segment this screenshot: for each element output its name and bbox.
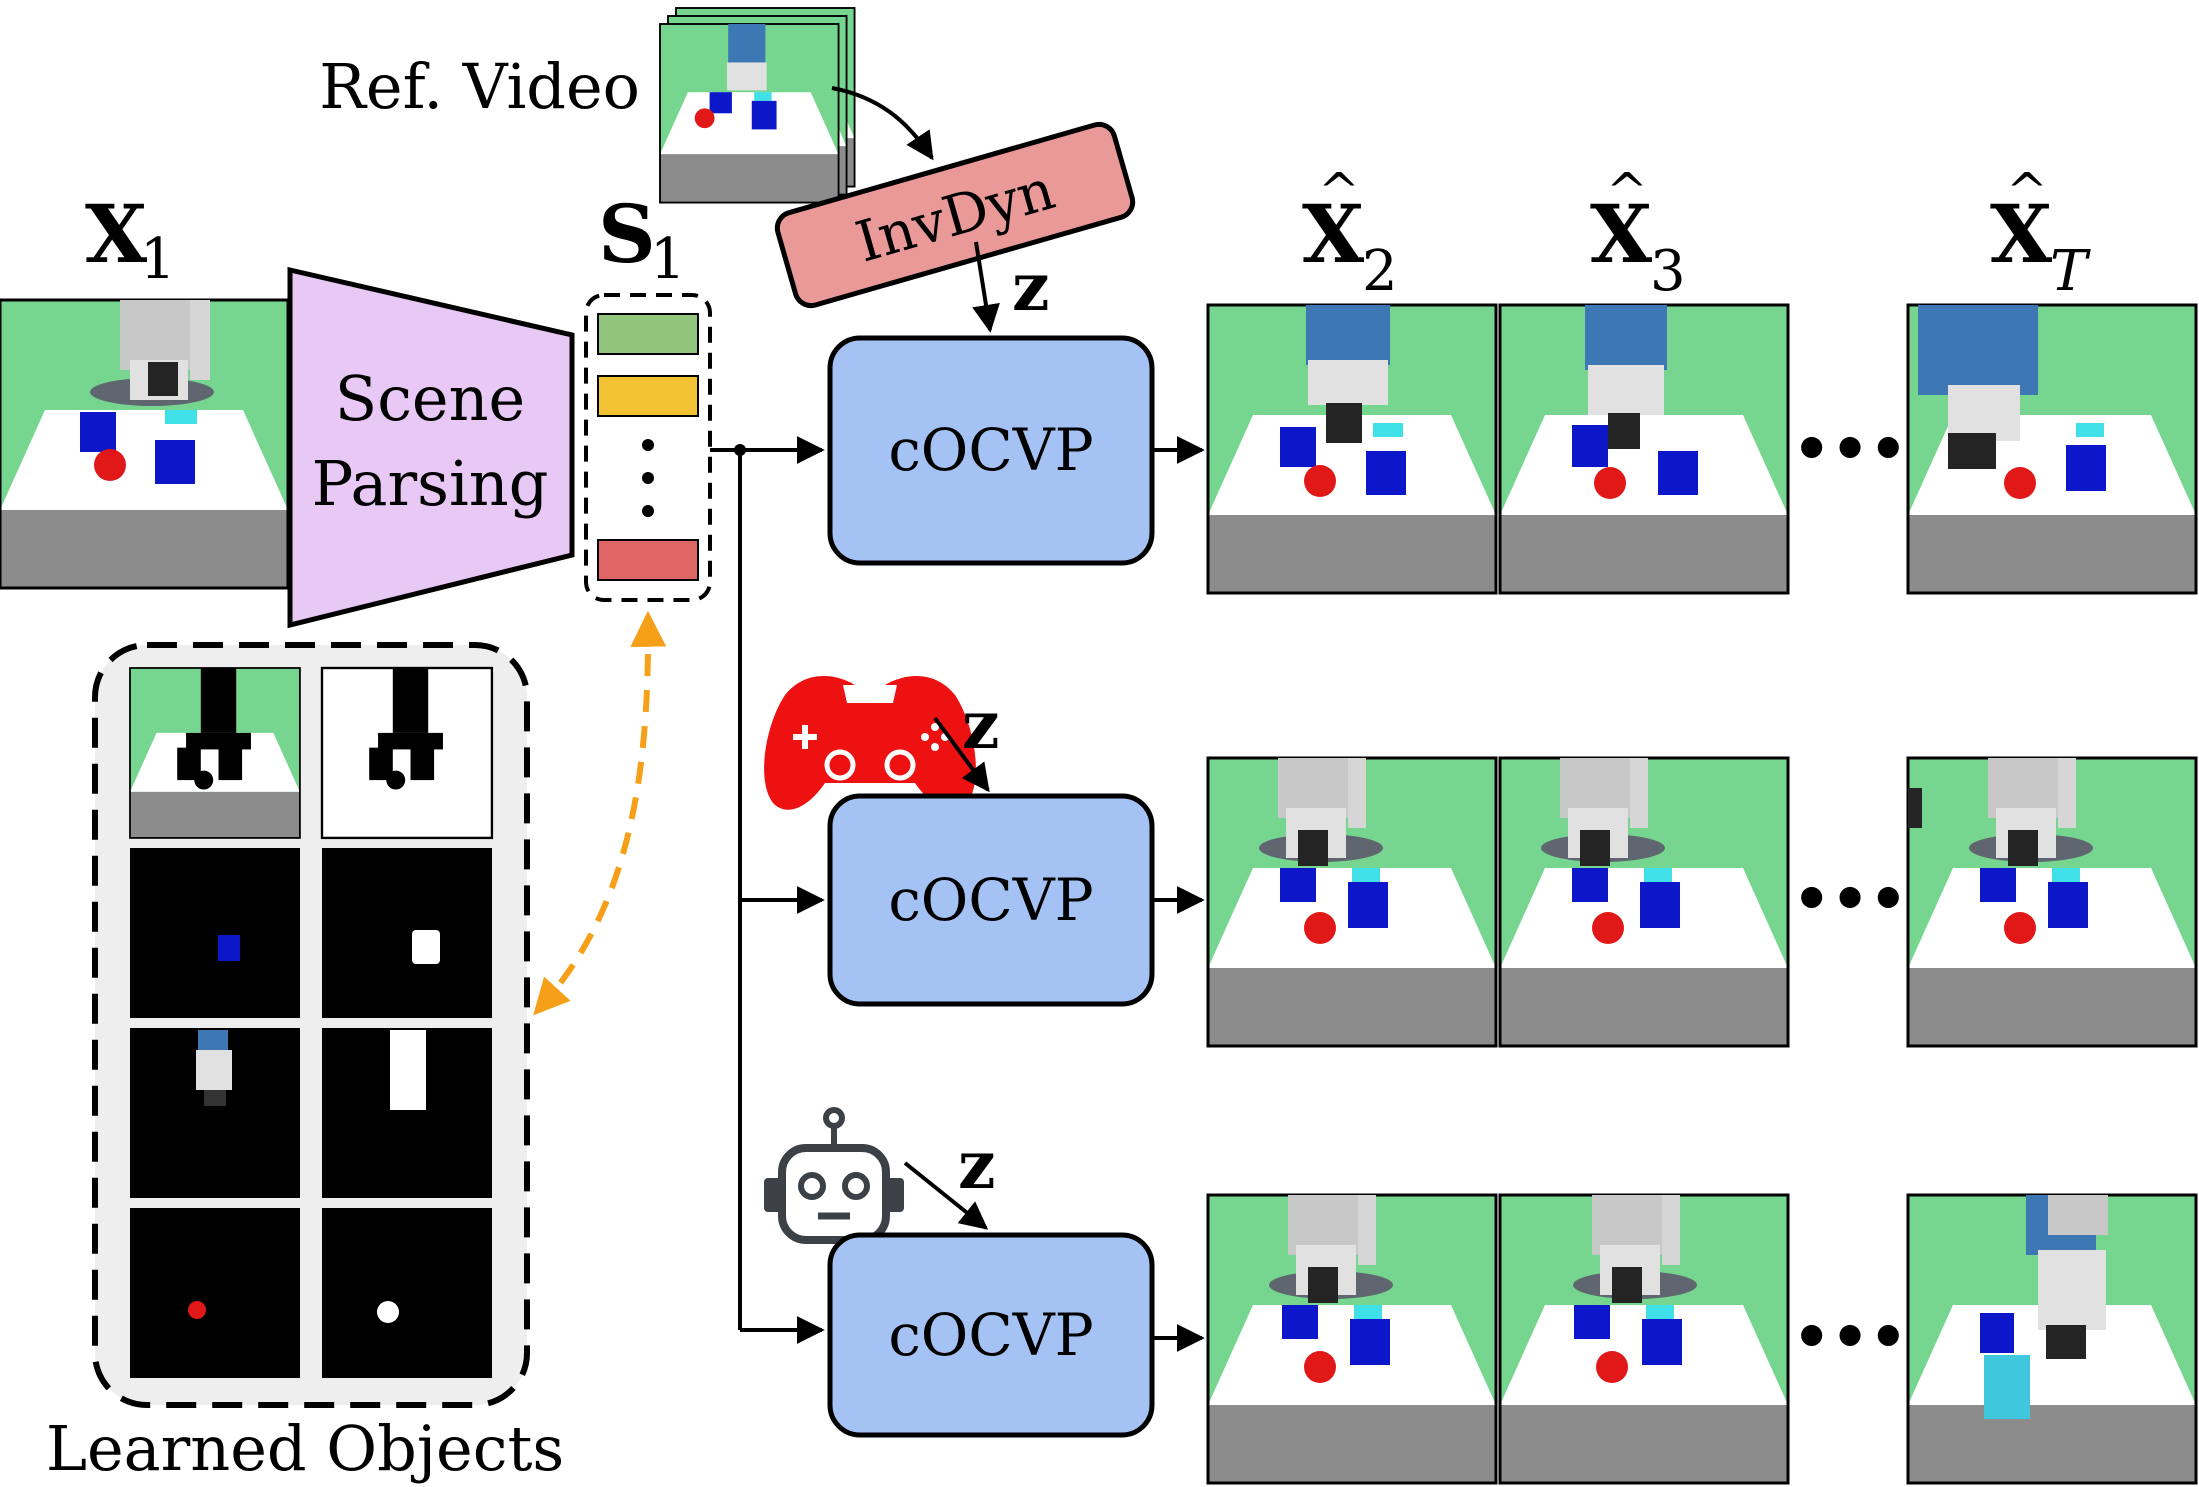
predictor-block-3: cOCVP [827,1232,1155,1438]
row1-ellipsis: ••• [1792,415,1907,485]
header-x2-hat: ^ [1318,162,1360,220]
object-3-gripper-body [196,1050,232,1090]
row3-frame-3 [1498,1193,1790,1485]
ref-video-stack [659,7,856,204]
s1-subscript: 1 [650,227,686,292]
header-x3: X ^ 3 [1590,162,1686,304]
object-4-mask-shape [377,1301,399,1323]
latent-z-2: z [962,686,999,764]
object-4-ball [188,1301,206,1319]
object-4-mask [322,1208,492,1378]
object-2-image [130,848,300,1018]
header-x2-base: X [1302,187,1364,281]
row2-frame-2 [1206,756,1498,1048]
robot-icon [764,1107,904,1244]
predictor-block-1: cOCVP [827,335,1155,566]
row1-frame-3 [1498,303,1790,595]
s1-base: S [598,187,656,281]
learned-objects-panel [92,642,530,1408]
object-4-image [130,1208,300,1378]
row2-ellipsis: ••• [1792,865,1907,935]
row1-frame-t [1906,303,2198,595]
header-x3-hat: ^ [1606,162,1648,220]
slots-panel [584,293,712,602]
learned-objects-label: Learned Objects [46,1412,564,1485]
row2-frame-t [1906,756,2198,1048]
ref-video-label: Ref. Video [319,50,640,123]
gamepad-icon [764,675,976,810]
header-x2: X ^ 2 [1302,162,1398,304]
slots-objects-link-arrow [533,610,667,1016]
scene-parsing-line2: Parsing [312,447,549,520]
object-2-mask-shape [412,930,440,964]
scene-parsing-encoder: Scene Parsing [287,266,575,629]
scene-parsing-line1: Scene [335,362,526,435]
robot-to-predictor-arrow [903,1161,989,1230]
slot-1 [597,313,699,355]
header-xt-subscript: T [2050,239,2091,304]
gamepad-to-predictor-arrow [933,716,990,793]
object-2-mask [322,848,492,1018]
slot-ellipsis-dot [642,472,654,484]
latent-z-1: z [1012,248,1049,326]
ref-to-invdyn-arrow [831,86,934,161]
object-3-gripper-top [198,1030,228,1050]
object-1-mask [320,666,494,840]
slot-n [597,539,699,581]
s1-label: S 1 [598,187,686,292]
object-3-gripper-tip [204,1090,226,1106]
row3-frame-2 [1206,1193,1498,1485]
row3-ellipsis: ••• [1792,1303,1907,1373]
invdyn-to-predictor-arrow [972,241,1000,333]
input-frame-thumbnail [0,298,290,590]
object-3-mask-shape [390,1030,426,1110]
slot-connectors [710,436,825,1344]
predictor-block-2: cOCVP [827,793,1155,1007]
header-x2-subscript: 2 [1362,239,1398,304]
x1-label: X 1 [85,187,176,292]
header-xt-base: X [1990,187,2052,281]
predictor-label-2: cOCVP [888,866,1093,934]
predictor-label-3: cOCVP [888,1301,1093,1369]
header-x3-subscript: 3 [1650,239,1686,304]
object-2-cube [218,935,240,961]
header-xt: X ^ T [1990,162,2091,304]
latent-z-3: z [958,1126,995,1204]
slot-ellipsis-dot [642,439,654,451]
x1-subscript: 1 [140,227,176,292]
x1-base: X [85,187,147,281]
slot-ellipsis-dot [642,505,654,517]
header-xt-hat: ^ [2006,162,2048,220]
object-1-image [129,667,301,839]
predictor-label-1: cOCVP [888,416,1093,484]
slot-2 [597,375,699,417]
header-x3-base: X [1590,187,1652,281]
row3-frame-t [1906,1193,2198,1485]
row2-frame-3 [1498,756,1790,1048]
row1-frame-2 [1206,303,1498,595]
